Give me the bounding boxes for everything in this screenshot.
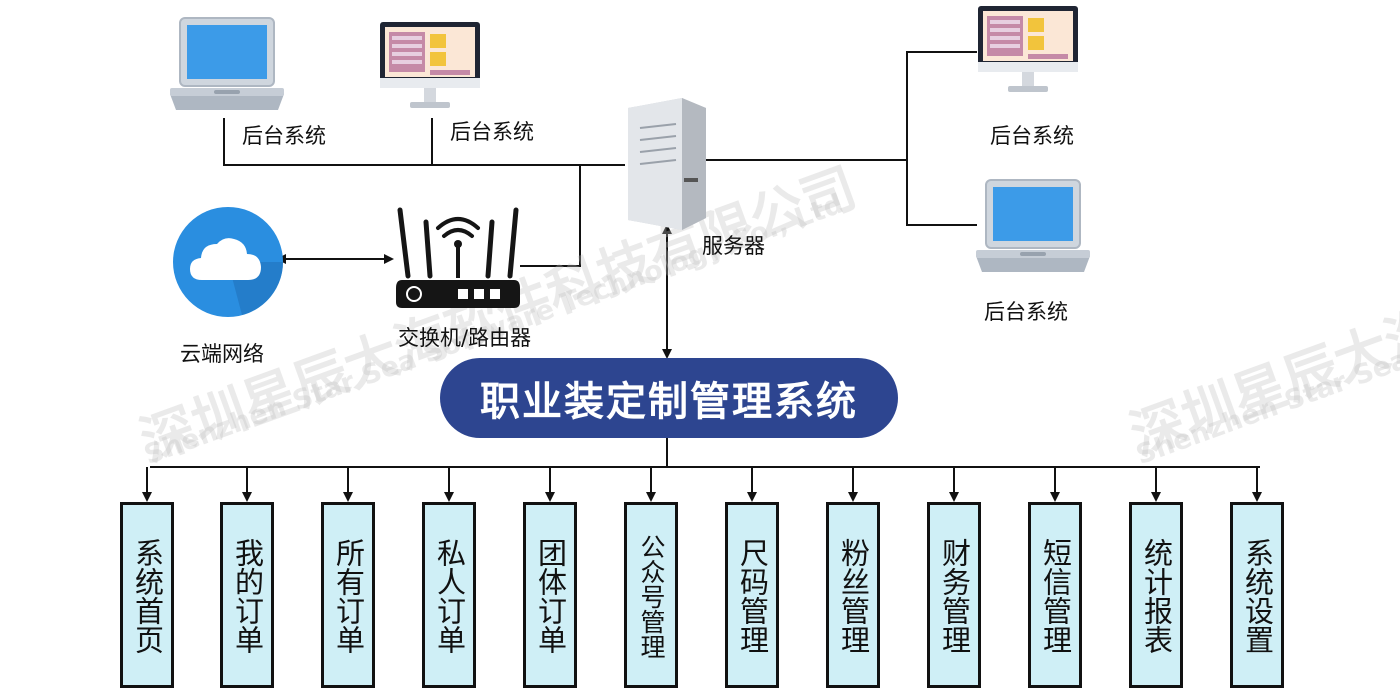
monitor-icon <box>978 6 1078 92</box>
label-backend-2: 后台系统 <box>450 120 534 144</box>
module-sms[interactable]: 短信管理 <box>1028 502 1082 688</box>
server-icon <box>628 98 706 230</box>
module-private-orders[interactable]: 私人订单 <box>422 502 476 688</box>
label-server: 服务器 <box>702 234 765 258</box>
label-cloud: 云端网络 <box>180 342 264 366</box>
module-all-orders[interactable]: 所有订单 <box>321 502 375 688</box>
label-backend-3: 后台系统 <box>990 124 1074 148</box>
line-router-server <box>520 165 581 267</box>
line-backend-bus <box>223 118 625 166</box>
label-backend-4: 后台系统 <box>984 300 1068 324</box>
label-router: 交换机/路由器 <box>398 326 532 350</box>
module-home[interactable]: 系统首页 <box>120 502 174 688</box>
module-official-account[interactable]: 公众号管理 <box>624 502 678 688</box>
label-backend-1: 后台系统 <box>242 124 326 148</box>
module-settings[interactable]: 系统设置 <box>1230 502 1284 688</box>
monitor-icon <box>380 22 480 108</box>
laptop-icon <box>170 17 284 110</box>
system-title: 职业装定制管理系统 <box>440 358 898 438</box>
router-icon <box>396 207 520 308</box>
module-fans[interactable]: 粉丝管理 <box>826 502 880 688</box>
module-reports[interactable]: 统计报表 <box>1129 502 1183 688</box>
laptop-icon <box>976 179 1090 272</box>
module-finance[interactable]: 财务管理 <box>927 502 981 688</box>
module-group-orders[interactable]: 团体订单 <box>523 502 577 688</box>
module-my-orders[interactable]: 我的订单 <box>220 502 274 688</box>
module-size[interactable]: 尺码管理 <box>725 502 779 688</box>
cloud-icon <box>173 207 283 317</box>
